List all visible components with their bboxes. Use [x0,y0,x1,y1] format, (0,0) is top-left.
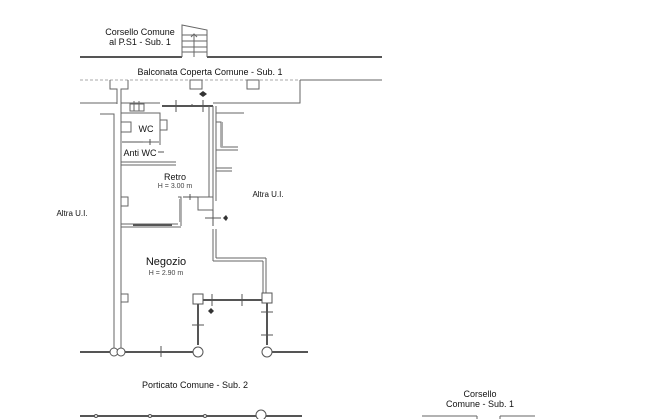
porticato-edge [80,409,302,419]
bottom-boundary-wall [80,346,308,358]
wall-vent-icon [199,91,207,97]
retro-height-label: H = 3.00 m [157,183,193,190]
left-outer-wall [100,104,122,348]
porticato-label: Porticato Comune - Sub. 2 [141,380,249,390]
balcony-pillars [109,79,301,104]
wall-vent-icon [223,215,228,221]
upper-walls [80,100,213,112]
stair-icon [181,24,208,57]
corsello-bottom-label-line2: Comune - Sub. 1 [445,399,515,409]
corsello-bottom-label-line1: Corsello [463,389,497,399]
front-columns [192,292,273,345]
wc-label: WC [138,124,154,134]
balconata-label: Balconata Coperta Comune - Sub. 1 [137,67,283,77]
negozio-right-walls [120,210,267,303]
right-walls [215,106,244,201]
negozio-height-label: H = 2.90 m [148,270,184,277]
altra-ui-left-label: Altra U.I. [56,209,88,218]
retro-label: Retro [163,172,186,182]
anti-wc-label: Anti WC [123,148,157,158]
altra-ui-right-label: Altra U.I. [252,190,284,199]
negozio-label: Negozio [145,256,187,268]
corsello-top-label-line2: al P.S1 - Sub. 1 [109,37,171,47]
corsello-top-label-line1: Corsello Comune [105,27,175,37]
wc-block [121,101,176,166]
wall-vent-icon [208,308,214,314]
retro-walls [121,106,214,228]
